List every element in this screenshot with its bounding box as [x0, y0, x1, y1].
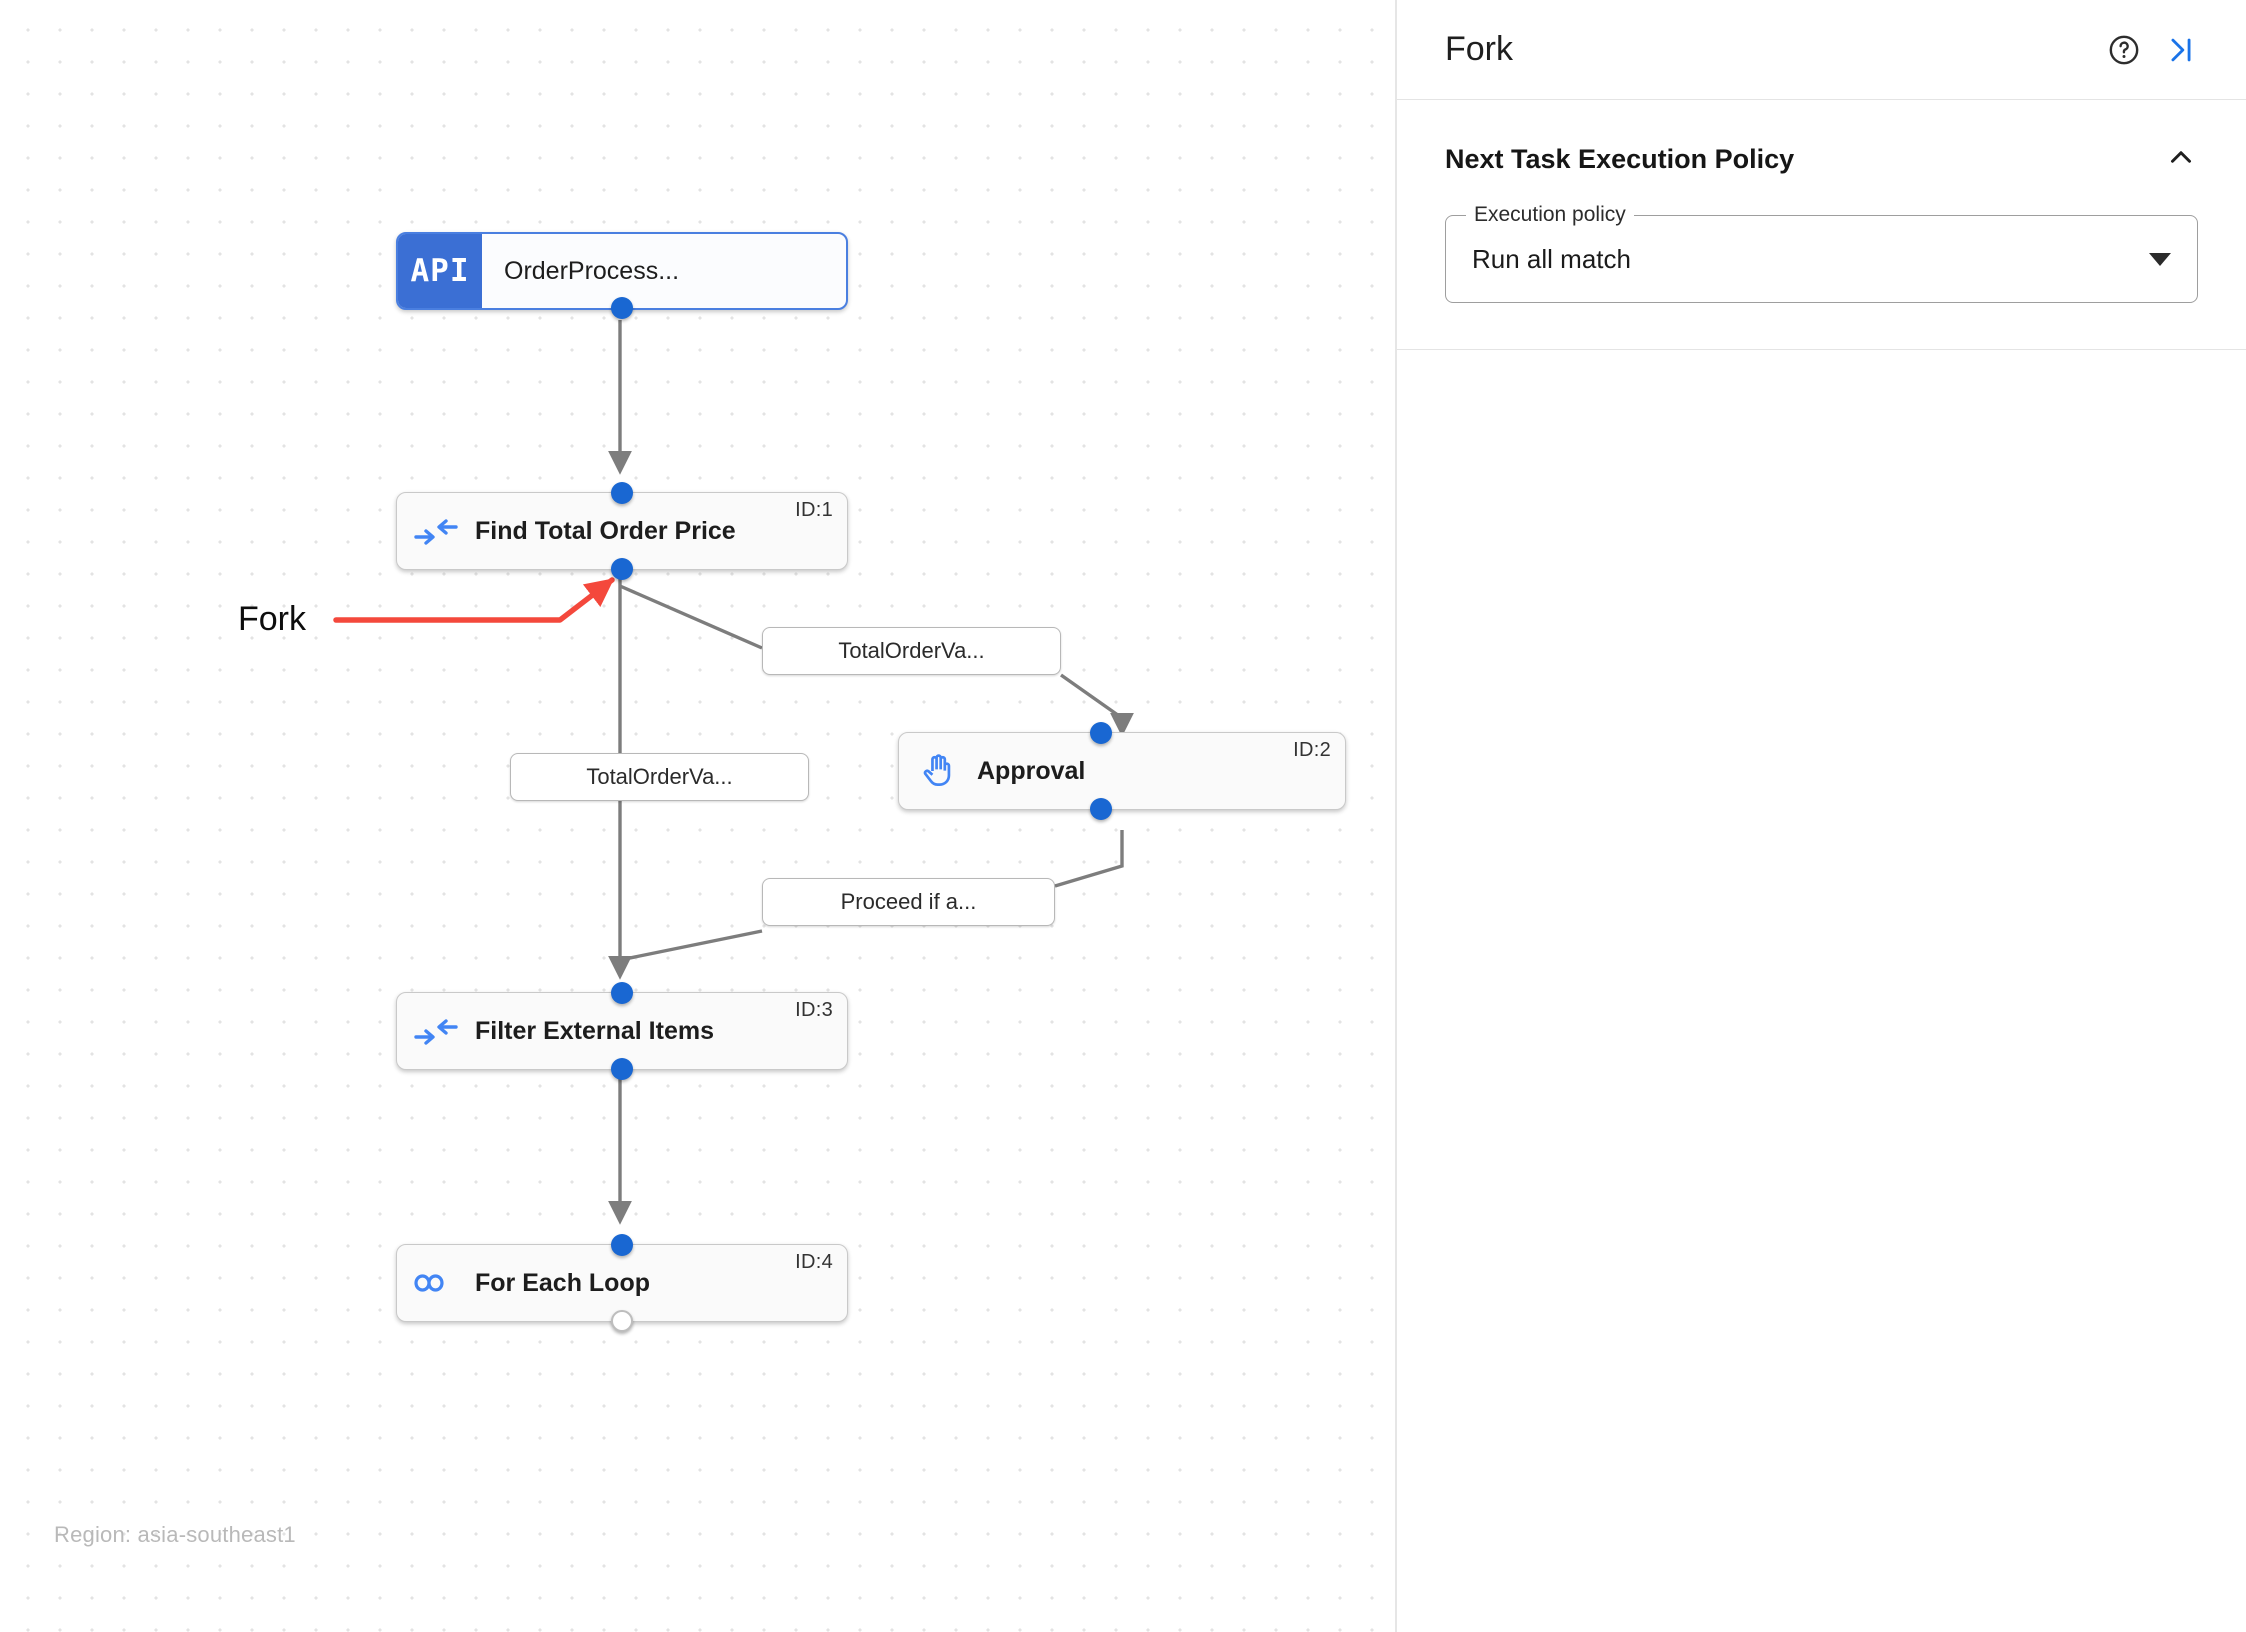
node-approval[interactable]: Approval ID:2 [898, 722, 1346, 820]
node-order-process[interactable]: API OrderProcess... [396, 232, 848, 319]
execution-policy-legend: Execution policy [1466, 203, 1634, 227]
node-input-port[interactable] [1090, 722, 1112, 744]
node-output-port[interactable] [1090, 798, 1112, 820]
node-for-each-loop[interactable]: For Each Loop ID:4 [396, 1234, 848, 1332]
merge-arrows-icon [397, 516, 475, 546]
next-task-execution-policy-section: Next Task Execution Policy Execution pol… [1397, 100, 2246, 350]
node-output-port-empty[interactable] [611, 1310, 633, 1332]
panel-header: Fork [1397, 0, 2246, 100]
node-id-badge: ID:1 [795, 499, 833, 521]
chevron-up-icon[interactable] [2164, 140, 2198, 179]
node-find-total-order-price[interactable]: Find Total Order Price ID:1 [396, 482, 848, 580]
workflow-canvas[interactable]: Fork API OrderProcess... Find Total Orde… [0, 0, 1397, 1632]
annotation-label: Fork [238, 600, 306, 638]
node-id-badge: ID:3 [795, 999, 833, 1021]
execution-policy-select[interactable]: Execution policy Run all match [1445, 203, 2198, 303]
collapse-panel-icon[interactable] [2152, 22, 2208, 78]
edge-label-approval-to-filter[interactable]: Proceed if a... [762, 878, 1055, 926]
merge-arrows-icon [397, 1016, 475, 1046]
node-label: Approval [977, 756, 1086, 785]
panel-title: Fork [1445, 30, 1513, 68]
annotation-arrow [333, 577, 615, 623]
edge-fork-to-label-right [619, 584, 763, 650]
raised-hand-icon [899, 750, 977, 792]
edge-label-fork-to-approval[interactable]: TotalOrderVa... [762, 627, 1061, 675]
node-label: For Each Loop [475, 1268, 650, 1297]
section-title: Next Task Execution Policy [1445, 144, 1795, 174]
edge-label-to-filter [619, 929, 763, 962]
execution-policy-value: Run all match [1472, 243, 1631, 274]
node-input-port[interactable] [611, 482, 633, 504]
node-filter-external-items[interactable]: Filter External Items ID:3 [396, 982, 848, 1080]
infinity-icon [397, 1269, 475, 1297]
properties-panel: Fork Next Task Execution Po [1397, 0, 2246, 1632]
node-label: Filter External Items [475, 1016, 714, 1045]
node-output-port-fork[interactable] [611, 558, 633, 580]
node-id-badge: ID:2 [1293, 739, 1331, 761]
node-label: Find Total Order Price [475, 516, 736, 545]
node-input-port[interactable] [611, 982, 633, 1004]
region-label: Region: asia-southeast1 [54, 1522, 296, 1547]
help-circle-icon[interactable] [2096, 22, 2152, 78]
node-input-port[interactable] [611, 1234, 633, 1256]
section-header[interactable]: Next Task Execution Policy [1445, 140, 2198, 179]
edge-approval-to-label [1054, 830, 1124, 888]
caret-down-icon[interactable] [2149, 252, 2171, 266]
node-label: OrderProcess... [504, 256, 680, 285]
api-badge-icon: API [398, 234, 482, 308]
node-output-port[interactable] [611, 1058, 633, 1080]
edge-label-fork-to-filter[interactable]: TotalOrderVa... [510, 753, 809, 801]
node-output-port[interactable] [611, 297, 633, 319]
edge-label-to-approval [1060, 673, 1134, 737]
node-id-badge: ID:4 [795, 1251, 833, 1273]
